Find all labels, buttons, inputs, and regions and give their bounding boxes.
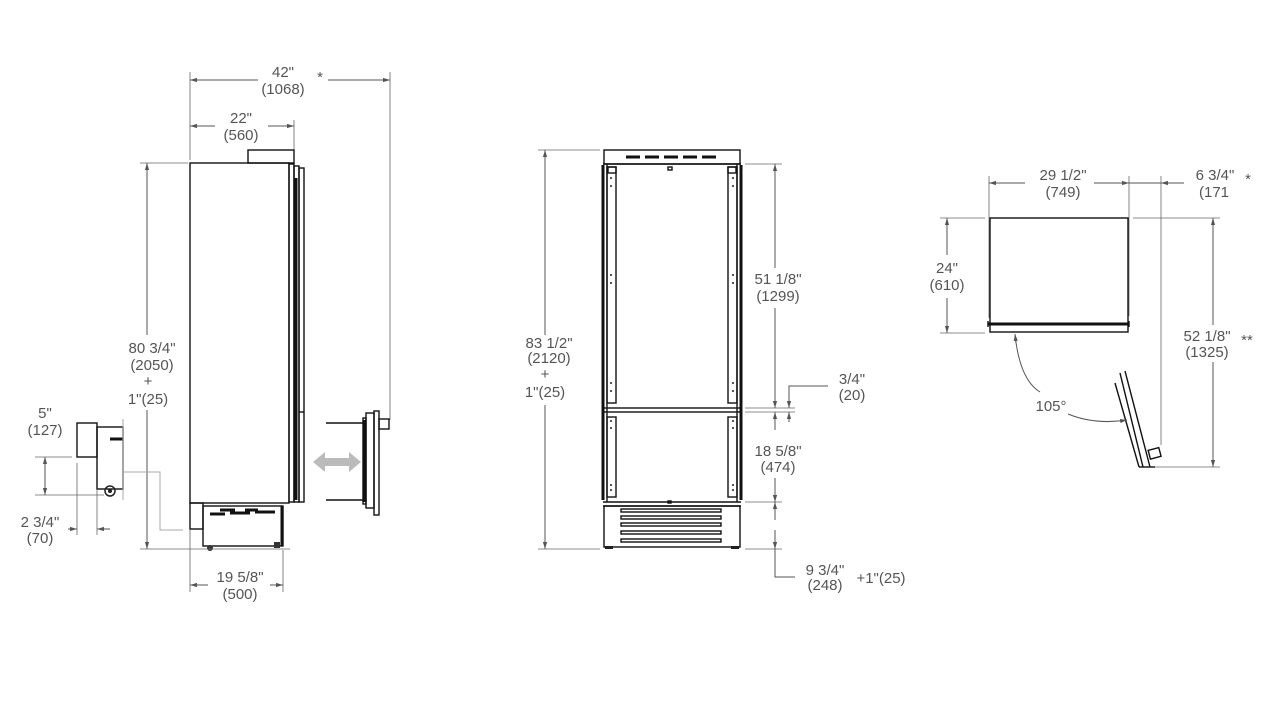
front-view: 83 1/2" (2120) + 1"(25) 51 1/8" (1299) 3… — [525, 149, 906, 594]
dim-gap-metric: (20) — [839, 387, 866, 404]
dim-depth-open-metric: (1325) — [1185, 344, 1228, 361]
dim-height: 80 3/4" — [128, 340, 175, 357]
dim-lower-door: 18 5/8" — [754, 443, 801, 460]
dim-width-metric: (749) — [1045, 184, 1080, 201]
dim-gap: 3/4" — [839, 371, 865, 388]
slide-arrow-icon — [313, 452, 361, 472]
dim-lower-door-metric: (474) — [760, 459, 795, 476]
dim-kick-height: 5" — [38, 405, 52, 422]
dim-cabinet-depth: 22" — [230, 110, 252, 127]
dim-kick-depth-metric: (70) — [27, 530, 54, 547]
dim-front-height: 83 1/2" — [525, 335, 572, 352]
dim-depth: 24" — [936, 260, 958, 277]
dim-door-clearance-note: * — [1245, 171, 1251, 188]
dim-front-height-metric: (2120) — [527, 350, 570, 367]
dim-front-height-plus: + — [541, 366, 550, 383]
dim-height-plus: + — [144, 373, 153, 390]
dim-door-clearance-metric: (171 — [1199, 184, 1229, 201]
dim-kick-height-metric: (127) — [27, 422, 62, 439]
dim-grille: 9 3/4" — [806, 562, 845, 579]
dim-depth-metric: (610) — [929, 277, 964, 294]
side-view: 42" (1068) * 22" (560) 80 3/4" ( — [21, 64, 391, 603]
dim-upper-door: 51 1/8" — [754, 271, 801, 288]
dim-overall-depth-metric: (1068) — [261, 81, 304, 98]
dim-front-height-adjust: 1"(25) — [525, 384, 565, 401]
dim-height-metric: (2050) — [130, 357, 173, 374]
dim-overall-depth: 42" — [272, 64, 294, 81]
dim-depth-open: 52 1/8" — [1183, 328, 1230, 345]
dim-door-clearance: 6 3/4" — [1196, 167, 1235, 184]
dim-door-swing: 105° — [1035, 398, 1066, 415]
dim-grille-adjust: +1"(25) — [856, 570, 905, 587]
dim-width: 29 1/2" — [1039, 167, 1086, 184]
dim-upper-door-metric: (1299) — [756, 288, 799, 305]
top-view: 29 1/2" (749) 6 3/4" (171 * 24" (610) 52… — [929, 167, 1253, 468]
dim-base-depth: 19 5/8" — [216, 569, 263, 586]
dim-base-depth-metric: (500) — [222, 586, 257, 603]
dim-height-adjust: 1"(25) — [128, 391, 168, 408]
dim-note: * — [317, 69, 323, 86]
dim-kick-depth: 2 3/4" — [21, 514, 60, 531]
dim-cabinet-depth-metric: (560) — [223, 127, 258, 144]
dim-grille-metric: (248) — [807, 577, 842, 594]
dim-depth-open-note: ** — [1241, 332, 1253, 349]
